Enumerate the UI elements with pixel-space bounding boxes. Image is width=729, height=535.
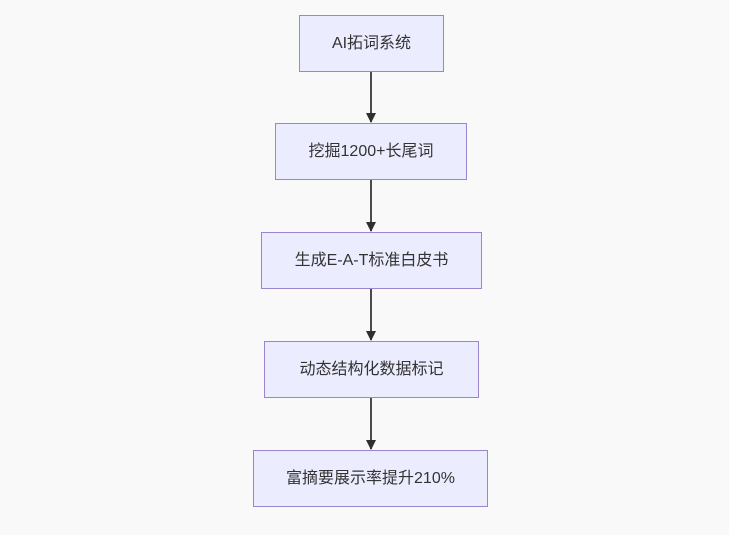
flow-node-mine-longtail-keywords: 挖掘1200+长尾词: [275, 123, 467, 180]
flow-node-generate-eat-whitepaper: 生成E-A-T标准白皮书: [261, 232, 482, 289]
arrow-down-icon: [366, 398, 376, 450]
arrow-down-icon: [366, 72, 376, 123]
flow-node-dynamic-structured-data-markup: 动态结构化数据标记: [264, 341, 479, 398]
node-label: 动态结构化数据标记: [299, 360, 444, 378]
flow-node-ai-word-expansion-system: AI拓词系统: [299, 15, 444, 72]
node-label: 生成E-A-T标准白皮书: [294, 251, 449, 269]
flow-node-rich-snippet-rate-increase: 富摘要展示率提升210%: [253, 450, 488, 507]
node-label: 富摘要展示率提升210%: [286, 469, 455, 487]
node-label: AI拓词系统: [331, 34, 412, 52]
arrow-down-icon: [366, 289, 376, 341]
node-label: 挖掘1200+长尾词: [308, 142, 434, 160]
arrow-down-icon: [366, 180, 376, 232]
